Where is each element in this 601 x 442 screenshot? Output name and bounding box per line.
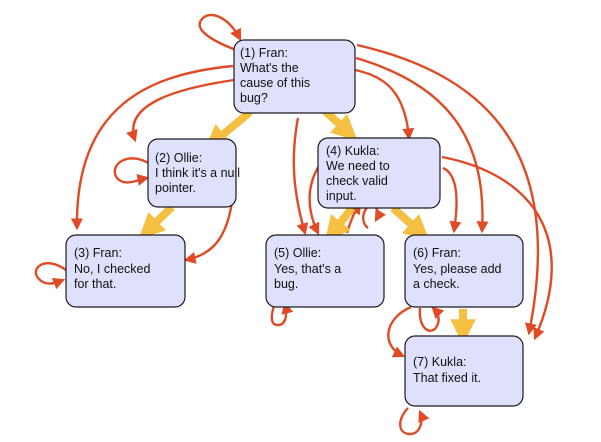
node-1-line-1: (1) Fran: xyxy=(240,46,288,60)
node-7-line-2: That fixed it. xyxy=(413,371,481,385)
red-edge-n4-n6 xyxy=(442,166,462,234)
node-6-line-2: Yes, please add xyxy=(413,262,502,276)
node-4: (4) Kukla: We need to check valid input. xyxy=(317,137,441,209)
node-1-line-4: bug? xyxy=(240,91,268,105)
node-5-box xyxy=(265,234,385,308)
red-edge-n6-n6 xyxy=(418,306,445,332)
red-edge-n1-n5 xyxy=(292,117,309,236)
red-edge-n5-n5 xyxy=(270,299,294,327)
red-edge-n1-n1 xyxy=(198,13,242,52)
node-4-box xyxy=(317,137,441,209)
node-3-box xyxy=(65,234,186,308)
red-edge-n3-n3 xyxy=(34,262,67,290)
node-7-line-1: (7) Kukla: xyxy=(413,355,467,369)
node-6: (6) Fran: Yes, please add a check. xyxy=(404,234,524,308)
node-3-line-2: No, I checked xyxy=(74,262,150,276)
yellow-edge-n1-n2 xyxy=(204,108,253,151)
red-edge-n1-n4 xyxy=(354,68,415,141)
node-6-line-1: (6) Fran: xyxy=(413,246,461,260)
red-edge-n2-n2 xyxy=(113,157,151,186)
red-edge-n4-n7 xyxy=(441,155,553,341)
node-1-line-3: cause of this xyxy=(240,76,310,90)
node-4-line-2: We need to xyxy=(326,159,390,173)
node-4-line-1: (4) Kukla: xyxy=(326,144,380,158)
node-2-line-2: I think it's a null xyxy=(155,166,240,180)
node-1: (1) Fran: What's the cause of this bug? xyxy=(233,39,356,114)
red-edge-n1-n6 xyxy=(355,56,489,234)
red-edge-n6-n7 xyxy=(387,305,412,358)
red-edge-n4-n4 xyxy=(362,204,386,229)
node-2-line-1: (2) Ollie: xyxy=(155,151,202,165)
node-2-box xyxy=(147,138,237,208)
node-1-line-2: What's the xyxy=(240,61,299,75)
node-1-box xyxy=(233,39,356,114)
node-3-line-1: (3) Fran: xyxy=(74,246,122,260)
node-5: (5) Ollie: Yes, that's a bug. xyxy=(265,234,385,308)
red-edge-n1-n7 xyxy=(356,43,540,336)
node-7: (7) Kukla: That fixed it. xyxy=(404,335,524,407)
yellow-edge-n1-n4 xyxy=(321,107,358,141)
yellow-edge-n4-n6 xyxy=(390,205,430,241)
node-3-line-3: for that. xyxy=(74,277,116,291)
node-6-box xyxy=(404,234,524,308)
node-5-line-2: Yes, that's a xyxy=(274,262,341,276)
node-6-line-3: a check. xyxy=(413,277,460,291)
node-7-box xyxy=(404,335,524,407)
yellow-edge-n2-n3 xyxy=(138,204,175,239)
yellow-edge-n4-n5 xyxy=(325,205,356,243)
yellow-edges xyxy=(138,107,476,345)
node-5-line-3: bug. xyxy=(274,277,298,291)
node-2-line-3: pointer. xyxy=(155,181,196,195)
node-3: (3) Fran: No, I checked for that. xyxy=(65,234,186,308)
red-edge-n1-n2 xyxy=(126,78,235,143)
node-4-line-3: check valid xyxy=(326,174,388,188)
node-5-line-1: (5) Ollie: xyxy=(274,246,321,260)
red-edge-n1-n3 xyxy=(70,64,234,231)
node-2: (2) Ollie: I think it's a null pointer. xyxy=(147,138,240,208)
red-edge-n7-n7 xyxy=(399,407,430,436)
node-4-line-4: input. xyxy=(326,189,357,203)
